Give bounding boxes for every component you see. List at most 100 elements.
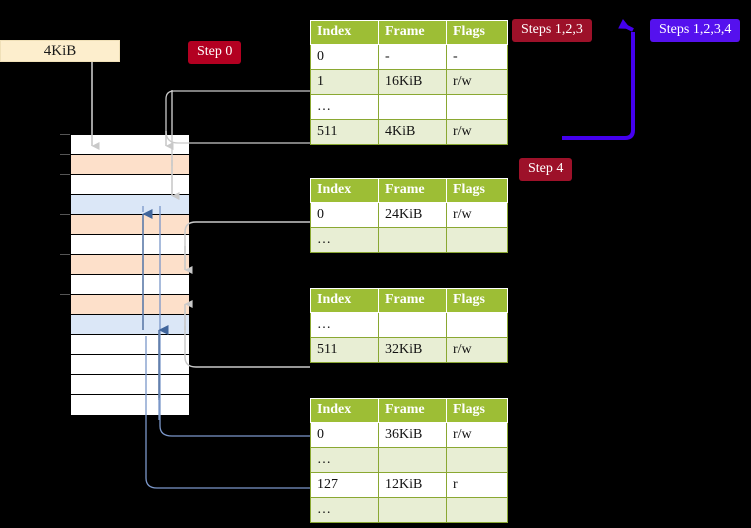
memory-frame-row [71,155,189,175]
memory-row-tick [60,254,70,255]
table-cell: - [446,44,508,70]
table-cell: 24KiB [378,202,447,228]
table-cell: … [310,227,379,253]
table-row: … [310,94,508,120]
step-1-2-3-label: Steps 1,2,3 [512,19,592,42]
table-cell [378,94,447,120]
table-cell: … [310,312,379,338]
column-header-flags: Flags [446,20,508,45]
column-header-index: Index [310,288,379,313]
table-cell: 12KiB [378,472,447,498]
column-header-index: Index [310,20,379,45]
table-cell [378,447,447,473]
table-row: … [310,497,508,523]
table-cell [378,227,447,253]
table-cell: 511 [310,119,379,145]
memory-frame-row [71,375,189,395]
column-header-flags: Flags [446,398,508,423]
column-header-flags: Flags [446,178,508,203]
table-cell: … [310,497,379,523]
table-row: … [310,447,508,473]
memory-frame-row [71,195,189,215]
table-cell [446,447,508,473]
column-header-frame: Frame [378,288,447,313]
table-cell: 16KiB [378,69,447,95]
table-cell: 1 [310,69,379,95]
table-row: … [310,312,508,338]
wire-l3-out [184,221,310,252]
table-cell: 0 [310,422,379,448]
table-cell: 36KiB [378,422,447,448]
table-cell: 0 [310,202,379,228]
table-cell [446,497,508,523]
column-header-frame: Frame [378,20,447,45]
physical-memory-grid [70,134,190,416]
table-cell: 511 [310,337,379,363]
table-cell: 0 [310,44,379,70]
table-cell: r/w [446,337,508,363]
memory-row-tick [60,134,70,135]
memory-row-tick [60,174,70,175]
column-header-frame: Frame [378,398,447,423]
table-cell [378,312,447,338]
table-cell: r/w [446,422,508,448]
memory-frame-row [71,215,189,235]
column-header-index: Index [310,398,379,423]
memory-row-tick [60,294,70,295]
table-cell: r [446,472,508,498]
frame-size-banner: 4KiB [0,40,120,62]
memory-frame-row [71,315,189,335]
table-row: … [310,227,508,253]
memory-frame-row [71,275,189,295]
memory-frame-row [71,255,189,275]
table-cell [446,227,508,253]
memory-frame-row [71,395,189,415]
table-row: 0-- [310,44,508,70]
wire-l2-out [184,326,310,368]
memory-row-tick [60,214,70,215]
table-cell: r/w [446,119,508,145]
table-cell: 32KiB [378,337,447,363]
memory-frame-row [71,135,189,155]
column-header-index: Index [310,178,379,203]
memory-frame-row [71,235,189,255]
step-4-label: Step 4 [519,158,573,181]
table-cell: - [378,44,447,70]
frame-size-label: 4KiB [43,42,77,59]
column-header-frame: Frame [378,178,447,203]
table-cell [446,94,508,120]
column-header-flags: Flags [446,288,508,313]
table-cell: r/w [446,202,508,228]
wire-steps-arrowhead [618,19,634,32]
table-cell [446,312,508,338]
table-cell: 127 [310,472,379,498]
memory-row-tick [60,154,70,155]
table-cell: 4KiB [378,119,447,145]
wire-steps-bracket [562,32,635,140]
table-cell [378,497,447,523]
memory-frame-row [71,355,189,375]
table-cell: … [310,447,379,473]
memory-frame-row [71,295,189,315]
step-1-2-3-4-label: Steps 1,2,3,4 [650,19,741,42]
memory-frame-row [71,175,189,195]
table-cell: r/w [446,69,508,95]
